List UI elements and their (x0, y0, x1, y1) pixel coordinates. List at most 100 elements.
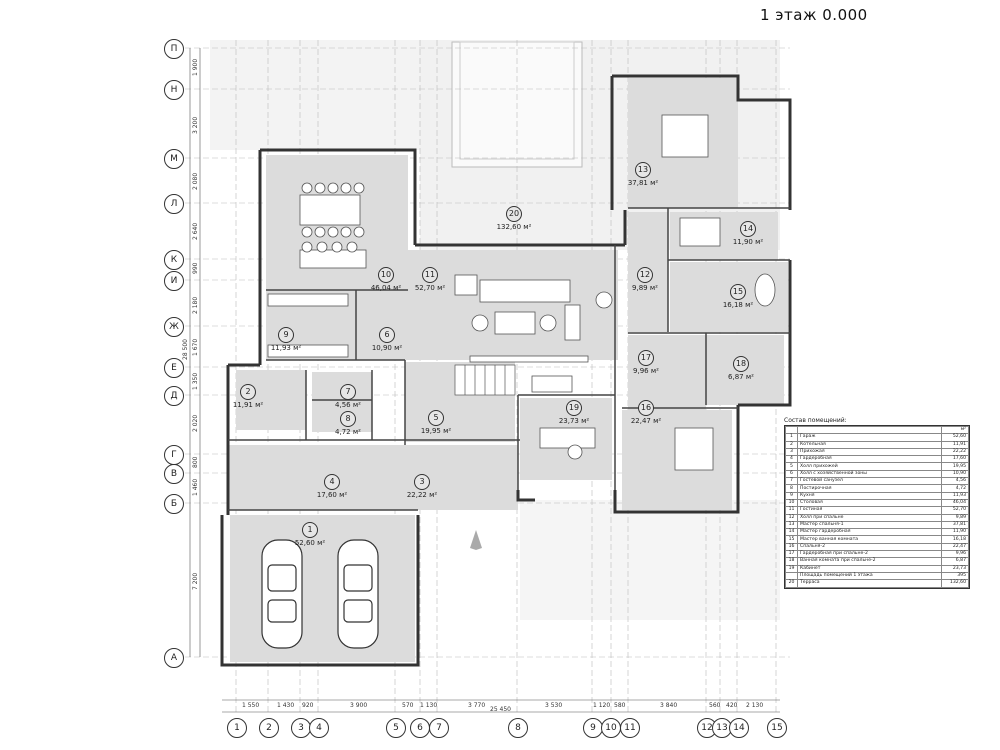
legend-cell-area: 6,87 (941, 557, 969, 566)
dim-bottom-14: 2 130 (746, 702, 764, 709)
legend-cell-area: 16,18 (941, 535, 969, 544)
legend-cell-n: 19 (785, 564, 798, 573)
axis-row-p: П (164, 39, 184, 59)
axis-col-8: 8 (508, 718, 528, 738)
dim-bottom-11: 3 840 (660, 702, 678, 709)
legend-cell-name: Прихожая (797, 447, 942, 457)
legend-cell-name: Гардеробная при спальне-2 (797, 550, 942, 559)
dim-left-10: 800 (192, 456, 199, 468)
axis-col-9: 9 (583, 718, 603, 738)
legend-cell-n: 11 (785, 506, 798, 515)
terrace-area-lower (520, 500, 780, 620)
legend-cell-area: 395 (941, 571, 969, 581)
dim-left-4: 2 640 (192, 222, 199, 240)
legend-cell-name: Холл при спальне (797, 513, 942, 522)
legend-cell-n: 4 (785, 455, 798, 464)
axis-col-11: 11 (620, 718, 640, 738)
dim-left-8: 1 350 (192, 372, 199, 390)
dining-table (299, 182, 367, 269)
legend-cell-n: 20 (785, 579, 798, 588)
dim-bottom-12: 560 (709, 702, 721, 709)
legend-cell-n (785, 571, 798, 581)
legend-cell-area: 11,91 (941, 440, 969, 449)
axis-row-b: Б (164, 494, 184, 514)
legend-cell-n: 8 (785, 484, 798, 493)
dim-bottom-5: 570 (402, 702, 414, 709)
legend-cell-name: Гардеробная (797, 455, 942, 464)
axis-col-1: 1 (227, 718, 247, 738)
dim-bottom-total: 25 450 (490, 706, 511, 713)
legend-cell-area: 11,90 (941, 528, 969, 537)
dim-left-5: 990 (192, 262, 199, 274)
axis-col-6: 6 (410, 718, 430, 738)
legend-cell-name: Терраса (797, 579, 942, 588)
legend-cell-n: 1 (785, 433, 798, 442)
legend-cell-name: Площадь помещений 1 этажа (797, 571, 942, 581)
axis-row-a: А (164, 648, 184, 668)
axis-col-14: 14 (729, 718, 749, 738)
kitchen-counters (267, 293, 349, 358)
legend-cell-name: Постирочная (797, 484, 942, 493)
legend-cell-name: Столовая (797, 498, 942, 508)
axis-col-5: 5 (386, 718, 406, 738)
axis-col-15: 15 (767, 718, 787, 738)
legend-cell-area: 22,22 (941, 447, 969, 457)
dimension-lines (189, 48, 780, 713)
axis-col-4: 4 (309, 718, 329, 738)
legend-cell-n: 9 (785, 491, 798, 500)
axis-row-l: Л (164, 194, 184, 214)
legend-cell-area: 19,95 (941, 462, 969, 471)
dim-left-1: 1 900 (192, 58, 199, 76)
axis-row-zh: Ж (164, 317, 184, 337)
legend-cell-area: 10,90 (941, 469, 969, 479)
legend-cell-n: 15 (785, 535, 798, 544)
legend-cell-name: Гостиная (797, 506, 942, 515)
legend-cell-area: 9,89 (941, 513, 969, 522)
axis-col-2: 2 (259, 718, 279, 738)
legend-cell-name: Холл прихожей (797, 462, 942, 471)
legend-cell-area: 52,70 (941, 506, 969, 515)
legend-cell-area: 52,60 (941, 433, 969, 442)
dim-left-12: 7 200 (192, 572, 199, 590)
legend-cell-n: 2 (785, 440, 798, 449)
site-strip-left (210, 40, 420, 150)
legend-header-row: м² (785, 425, 969, 435)
legend-cell-area: 132,60 (941, 579, 969, 588)
legend-cell-n: 13 (785, 520, 798, 530)
legend-cell-n: 3 (785, 447, 798, 457)
living-room-furniture (454, 274, 613, 363)
dim-left-2: 3 200 (192, 116, 199, 134)
legend-cell-name: Мастер гардеробная (797, 528, 942, 537)
dim-bottom-3: 920 (302, 702, 314, 709)
axis-row-k: К (164, 250, 184, 270)
legend-cell-n: 12 (785, 513, 798, 522)
legend-cell-area: 4,56 (941, 477, 969, 486)
legend-cell-area: 23,73 (941, 564, 969, 573)
